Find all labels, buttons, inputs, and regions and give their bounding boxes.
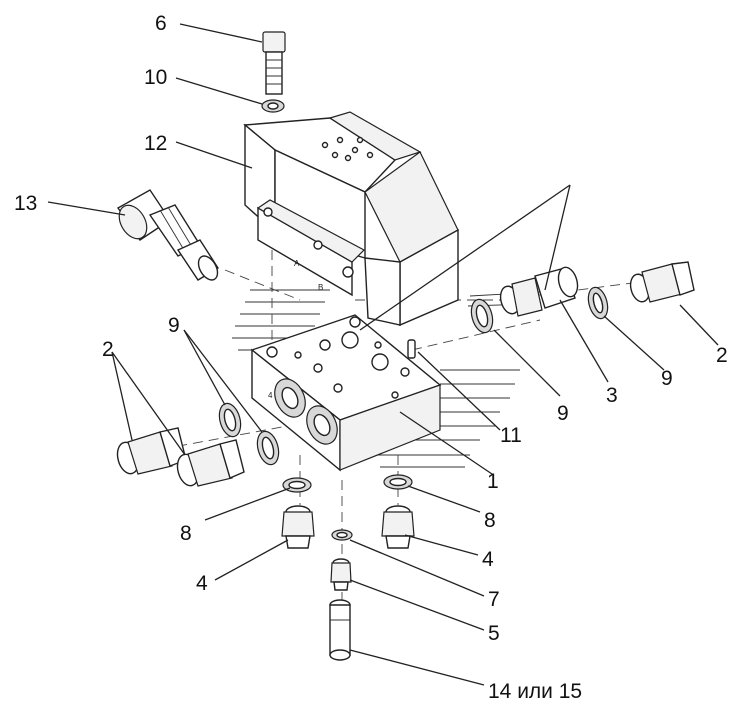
seal-ring-9-left-b <box>256 430 280 466</box>
label-4-left: 4 <box>196 572 208 595</box>
label-12: 12 <box>144 132 167 155</box>
label-5: 5 <box>488 622 500 645</box>
seal-ring-9-left-a <box>218 402 242 438</box>
label-9-left: 9 <box>168 314 180 337</box>
adapter-fitting-3 <box>499 266 579 317</box>
port-mark-4: 4 <box>268 391 273 400</box>
seal-ring-8-left <box>282 477 312 493</box>
solenoid-housing-12: A B <box>243 111 459 327</box>
label-3: 3 <box>606 384 618 407</box>
callout-labels: 6 10 12 13 2 9 2 9 3 9 11 1 8 8 4 4 7 5 … <box>14 12 728 703</box>
nipple-5 <box>330 558 352 591</box>
label-11: 11 <box>500 424 522 447</box>
label-2-left: 2 <box>102 338 114 361</box>
seal-ring-9-right-a <box>470 298 494 334</box>
label-8-left: 8 <box>180 522 192 545</box>
dowel-pin-11 <box>407 339 416 359</box>
fitting-2-left-b <box>176 439 245 487</box>
manifold-block-1: 4 <box>250 314 442 472</box>
washer-10 <box>261 99 285 113</box>
label-7: 7 <box>488 588 500 611</box>
fitting-2-right <box>629 261 695 303</box>
washer-7 <box>331 529 353 541</box>
fitting-2-left-a <box>116 427 187 475</box>
fitting-4-left <box>281 505 315 549</box>
sleeve-14-15 <box>329 599 351 661</box>
label-1: 1 <box>487 470 499 493</box>
cap-screw-6 <box>262 31 286 95</box>
seal-ring-9-right-b <box>587 286 609 320</box>
port-mark-b: B <box>318 283 323 292</box>
label-13: 13 <box>14 192 37 215</box>
leader-lines <box>47 23 719 686</box>
fitting-4-right <box>381 505 415 549</box>
seal-ring-8-right <box>383 474 413 490</box>
connector-plug-13 <box>116 189 219 281</box>
label-8-right: 8 <box>484 509 496 532</box>
label-10: 10 <box>144 66 167 89</box>
label-14-or-15: 14 или 15 <box>488 680 582 703</box>
label-9-right: 9 <box>557 402 569 425</box>
label-6: 6 <box>155 12 167 35</box>
hatch-marks <box>232 289 541 468</box>
label-2-right: 2 <box>716 344 728 367</box>
port-mark-a: A <box>294 259 300 268</box>
label-4-right: 4 <box>482 548 494 571</box>
label-9-far-right: 9 <box>661 367 673 390</box>
